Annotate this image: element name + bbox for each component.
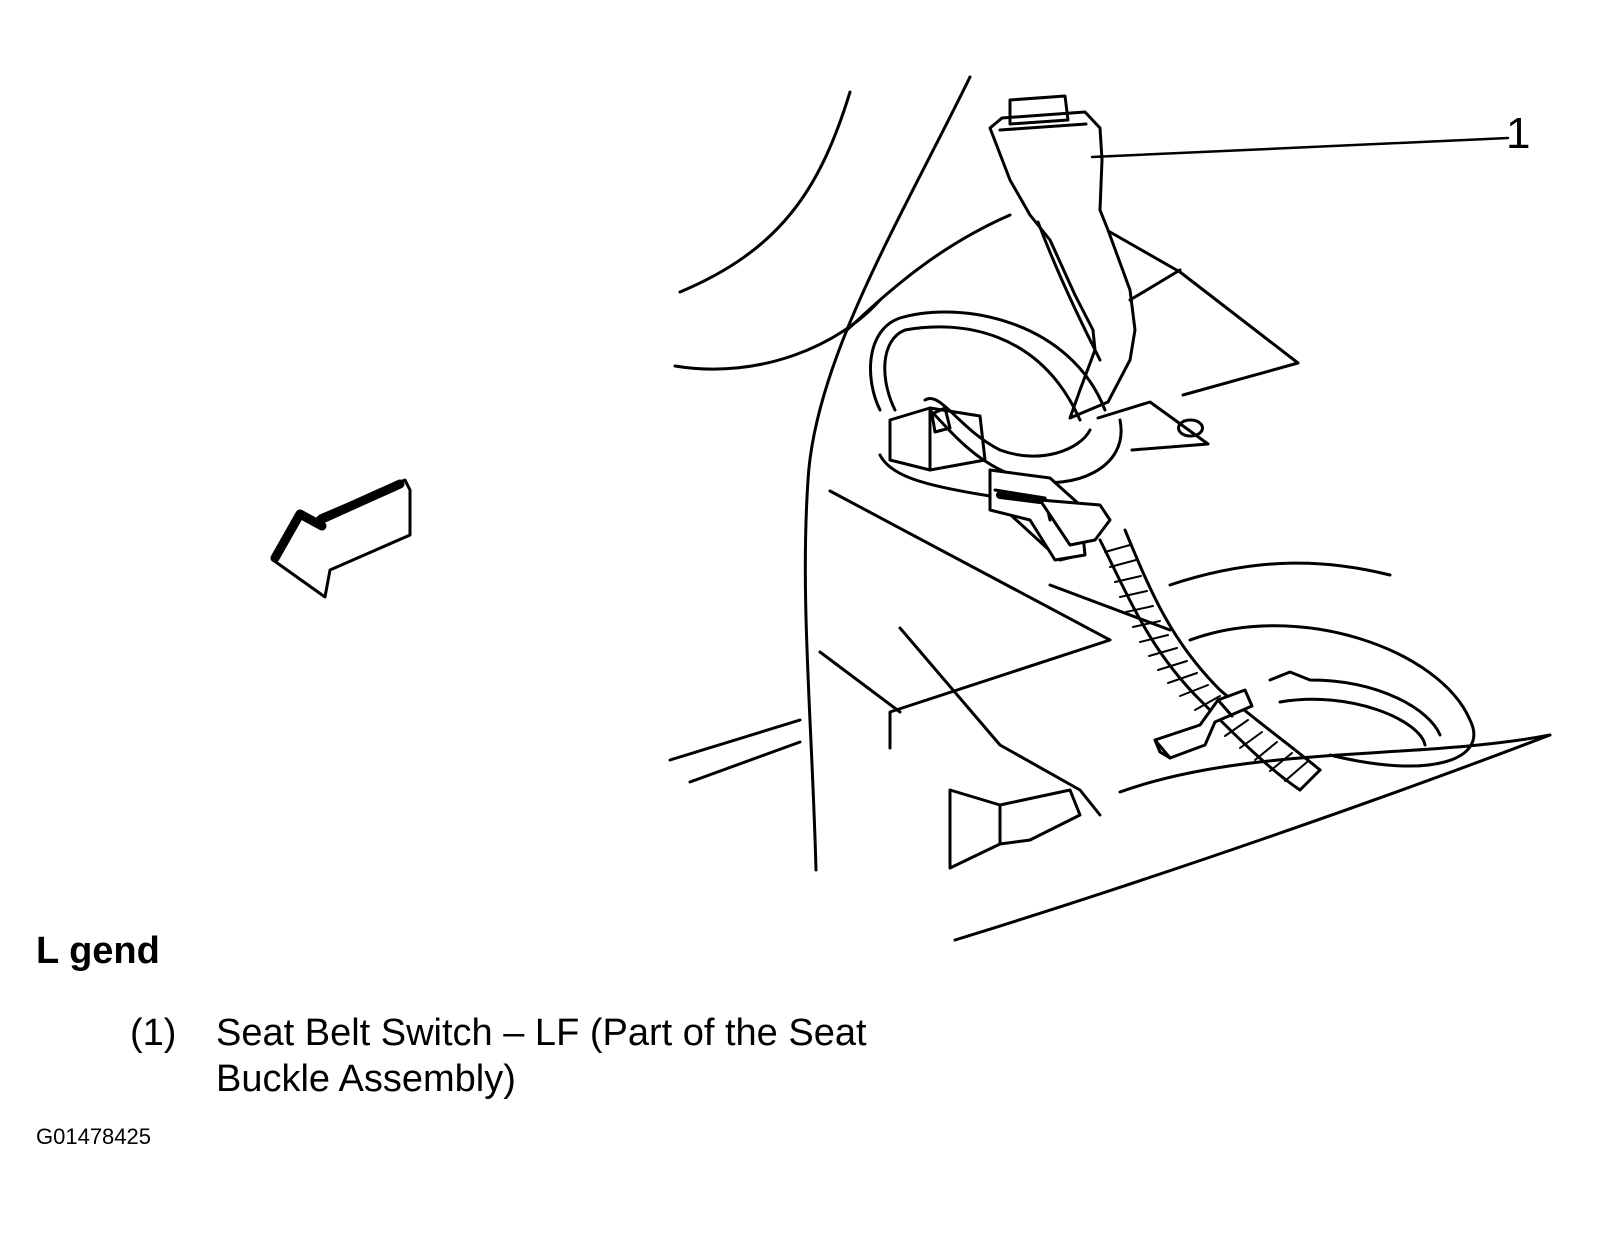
wrapped-cable xyxy=(1098,528,1322,792)
seat-belt-buckle xyxy=(988,94,1137,420)
floor-console-outline xyxy=(668,400,1552,942)
figure-id: G01478425 xyxy=(36,1124,151,1149)
callout-leader-line xyxy=(1090,136,1510,159)
switch-wire-harness xyxy=(869,310,1123,484)
pillar-outline xyxy=(673,75,1300,872)
harness-connector xyxy=(878,406,1112,562)
harness-clip xyxy=(1153,688,1254,760)
legend-item-text: Seat Belt Switch – LF (Part of the Seat … xyxy=(216,1012,867,1100)
callout-label-1: 1 xyxy=(1506,109,1531,158)
front-direction-arrow-icon xyxy=(270,478,412,599)
legend-item-number: (1) xyxy=(130,1012,177,1054)
legend-title: L gend xyxy=(36,930,160,972)
